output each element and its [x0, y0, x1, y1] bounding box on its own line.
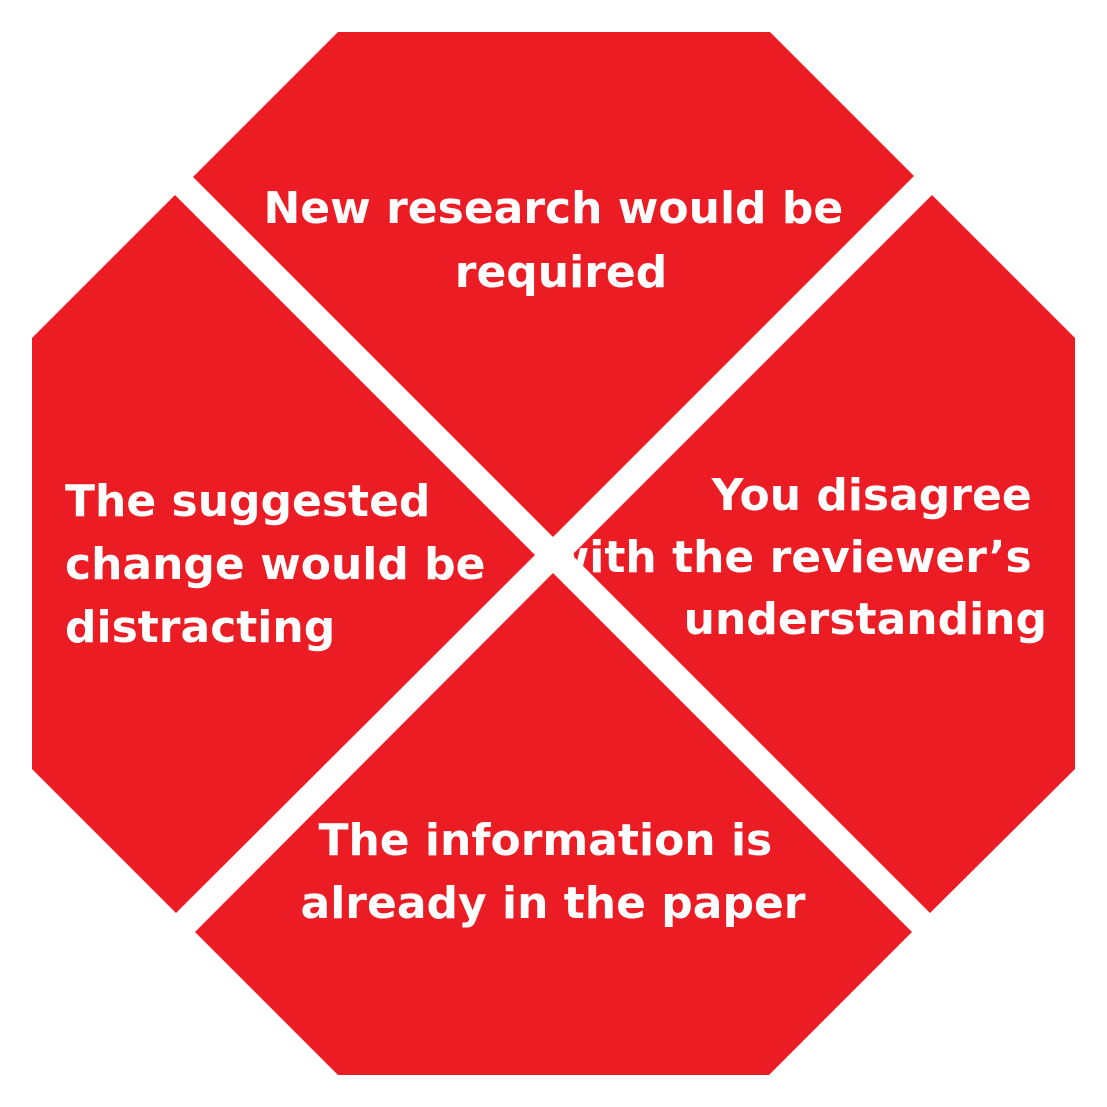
segment-bottom-text: The information is already in the paper [301, 815, 806, 929]
segment-top-line-1: New research would be [263, 183, 843, 234]
segment-right-line-2: with the reviewer’s [549, 532, 1032, 583]
segment-top: New research would be required [193, 32, 914, 537]
segment-right-line-3: understanding [684, 594, 1047, 645]
segment-right-shape [572, 195, 1075, 913]
segment-left-line-3: distracting [65, 602, 335, 653]
segment-bottom-shape [195, 573, 912, 1075]
segment-right: You disagree with the reviewer’s underst… [549, 195, 1075, 913]
segment-left-text: The suggested change would be distractin… [65, 476, 501, 653]
segment-top-line-2: required [455, 247, 667, 298]
segment-top-shape [193, 32, 914, 537]
segment-left-shape [32, 195, 535, 913]
segment-bottom: The information is already in the paper [195, 573, 912, 1075]
segment-right-text: You disagree with the reviewer’s underst… [549, 470, 1047, 645]
segment-bottom-line-2: already in the paper [301, 878, 806, 929]
segment-left-line-2: change would be [65, 539, 486, 590]
segment-left-line-1: The suggested [65, 476, 430, 527]
segment-top-text: New research would be required [263, 183, 858, 298]
segment-right-line-1: You disagree [711, 470, 1032, 521]
segment-bottom-line-1: The information is [318, 815, 772, 866]
segment-left: The suggested change would be distractin… [32, 195, 535, 913]
